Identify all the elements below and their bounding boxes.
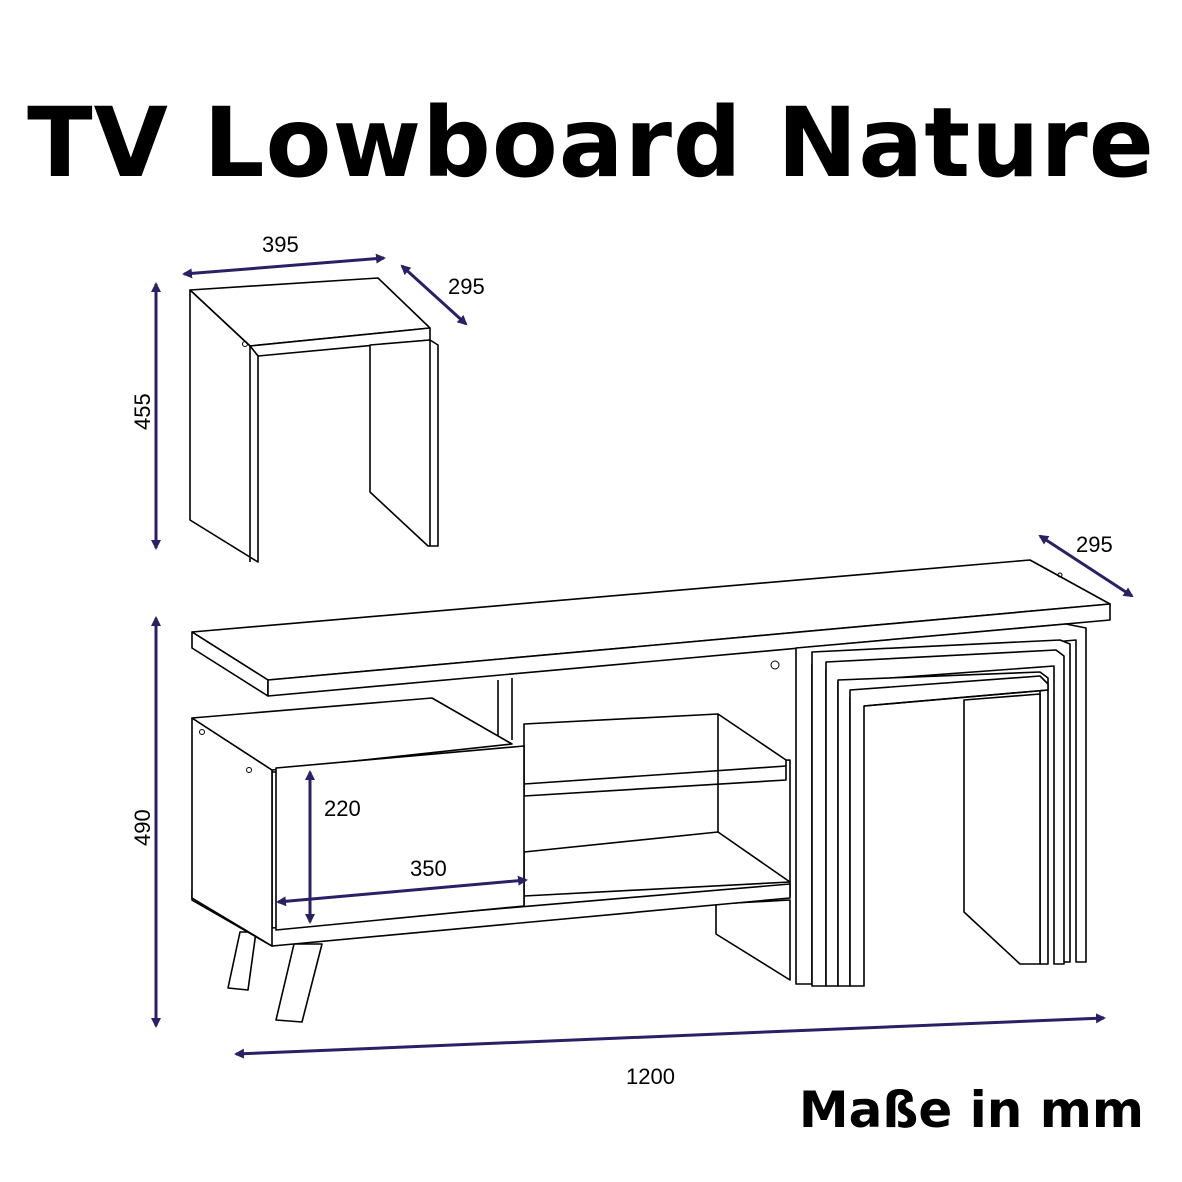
lowboard-tabletop-front	[267, 603, 1111, 697]
lowboard-width-dimension	[234, 1013, 1106, 1059]
side-table-depth-dimension	[400, 264, 468, 326]
side-table-width-dimension	[182, 253, 386, 279]
lowboard-leg-left	[227, 931, 257, 991]
drawer-width-label: 350	[410, 856, 447, 881]
lowboard-width-label: 1200	[626, 1064, 675, 1089]
units-note: Maße in mm	[798, 1081, 1144, 1139]
lowboard-depth-dimension	[1038, 534, 1134, 598]
side-table-right-panel	[369, 339, 439, 547]
lowboard-leg-front	[275, 943, 323, 1023]
lowboard-depth-label: 295	[1076, 532, 1113, 557]
side-table-depth-label: 295	[448, 274, 485, 299]
lowboard	[191, 559, 1111, 1023]
lowboard-left-box-top	[191, 697, 513, 771]
side-table-width-label: 395	[262, 232, 299, 257]
lowboard-nesting-tables	[795, 623, 1087, 987]
side-table	[189, 277, 439, 563]
drawer-height-label: 220	[324, 796, 361, 821]
side-table-height-label: 455	[130, 393, 155, 430]
lowboard-leg-back	[715, 899, 791, 981]
lowboard-drawer-front	[275, 745, 525, 931]
side-table-left-panel	[189, 289, 259, 563]
drawer-width-dimension	[276, 875, 528, 907]
page-title: TV Lowboard Nature	[27, 87, 1155, 199]
lowboard-height-label: 490	[130, 809, 155, 846]
